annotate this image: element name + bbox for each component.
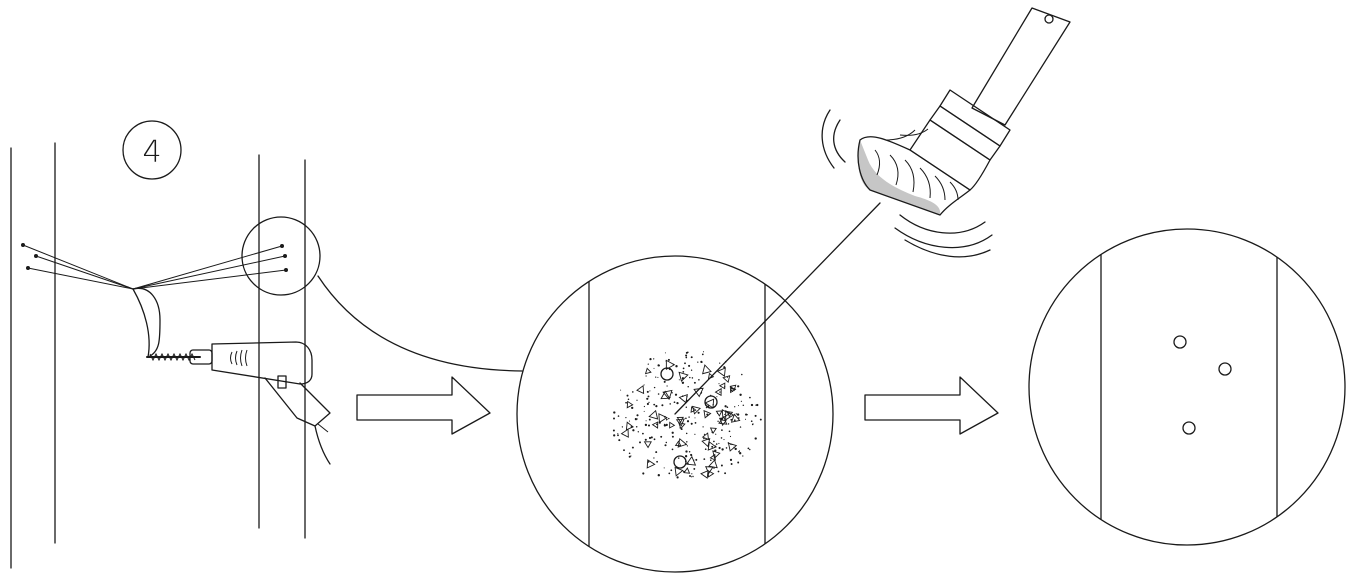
magnify-connector: [317, 275, 523, 372]
right-panel: [1028, 228, 1346, 546]
drill-hole: [1182, 421, 1196, 435]
step-number-circle: [122, 120, 182, 180]
drill-hole: [1218, 362, 1232, 376]
drill-dust: [612, 351, 762, 479]
paint-brush-icon: [821, 7, 1071, 258]
right-arrow-icon-1: [356, 376, 491, 435]
template-marks: [21, 243, 288, 358]
right-arrow-icon-2: [864, 376, 999, 435]
left-panel: 4: [10, 120, 523, 569]
step-number: 4: [142, 135, 161, 170]
brush-pointer-line: [674, 202, 881, 415]
magnify-circle-dusty: [516, 255, 834, 573]
middle-panel: [516, 255, 834, 573]
drill-hole: [1173, 335, 1187, 349]
magnify-circle-clean: [1028, 228, 1346, 546]
drill-hole: [704, 395, 718, 409]
magnify-circle-small: [241, 216, 321, 296]
drill-icon: [146, 341, 331, 465]
drill-hole: [673, 455, 687, 469]
drill-hole: [660, 367, 674, 381]
